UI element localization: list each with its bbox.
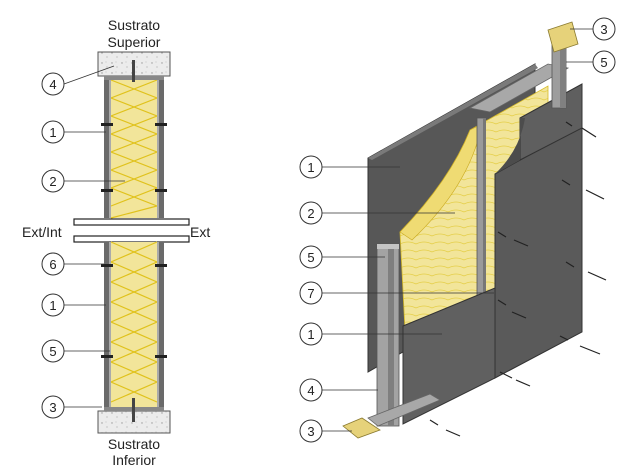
svg-text:1: 1 [49, 298, 56, 313]
svg-text:3: 3 [49, 400, 56, 415]
section-callout-5: 5 [41, 339, 110, 363]
svg-text:7: 7 [307, 286, 314, 301]
bottom-track [367, 393, 441, 427]
section-callout-1a: 1 [41, 120, 106, 144]
section-callout-1b: 1 [41, 293, 106, 317]
svg-text:4: 4 [307, 383, 314, 398]
bottom-substrate-label-2: Inferior [112, 452, 156, 468]
svg-text:5: 5 [307, 250, 314, 265]
iso-callout-4: 4 [299, 378, 378, 402]
svg-text:2: 2 [49, 174, 56, 189]
section-callout-4: 4 [41, 65, 115, 96]
section-callout-6: 6 [41, 252, 104, 276]
iso-callout-5-top: 5 [566, 50, 616, 74]
svg-text:2: 2 [307, 206, 314, 221]
right-side-label: Ext [190, 224, 210, 240]
screws [429, 121, 607, 437]
iso-callout-7: 7 [299, 281, 494, 305]
break-bar-bottom [73, 235, 190, 243]
section-callout-2: 2 [41, 169, 125, 193]
section-upper-wall [101, 60, 167, 219]
top-substrate-label-2: Superior [108, 34, 161, 50]
iso-callout-2: 2 [299, 201, 455, 225]
bottom-substrate-label-1: Sustrato [108, 436, 160, 452]
top-substrate-label-1: Sustrato [108, 17, 160, 33]
iso-callout-1-bottom: 1 [299, 322, 442, 346]
svg-text:6: 6 [49, 257, 56, 272]
iso-callout-3-top: 3 [570, 17, 616, 41]
bottom-plate [342, 417, 381, 439]
svg-text:1: 1 [49, 125, 56, 140]
section-lower-wall [101, 241, 167, 422]
section-view: Sustrato Superior Sustrato Inferior Ext/… [22, 17, 210, 468]
svg-text:3: 3 [600, 22, 607, 37]
section-callout-3: 3 [41, 395, 102, 419]
iso-callout-1-top: 1 [299, 155, 400, 179]
lower-board [402, 287, 496, 425]
svg-text:1: 1 [307, 327, 314, 342]
iso-callout-3-bottom: 3 [299, 419, 352, 443]
top-plate [547, 21, 579, 53]
svg-text:5: 5 [600, 55, 607, 70]
break-bar-top [73, 218, 190, 226]
isometric-view: 3 5 1 2 5 7 1 [299, 17, 616, 443]
left-side-label: Ext/Int [22, 224, 62, 240]
svg-text:1: 1 [307, 160, 314, 175]
svg-text:3: 3 [307, 424, 314, 439]
svg-text:4: 4 [49, 77, 56, 92]
svg-text:5: 5 [49, 344, 56, 359]
iso-callout-5-left: 5 [299, 245, 385, 269]
top-track [468, 63, 570, 113]
